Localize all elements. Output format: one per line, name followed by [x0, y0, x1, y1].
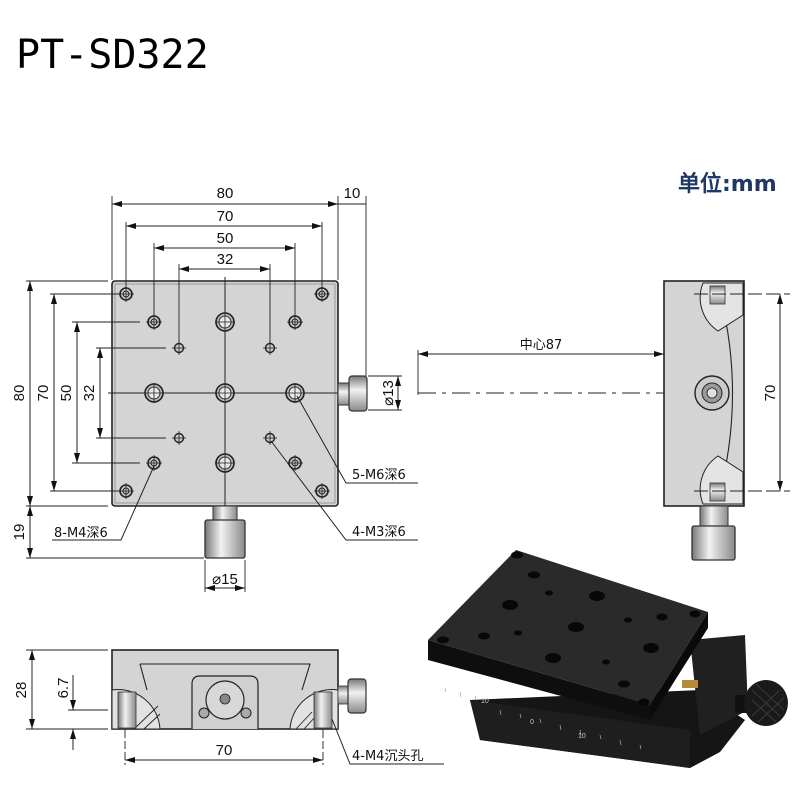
dim-front-70: 70: [216, 742, 233, 759]
front-knob: [347, 678, 367, 714]
side-knob: [348, 375, 368, 412]
dim-center-87: 中心87: [520, 338, 563, 353]
dim-side-70: 70: [762, 385, 779, 402]
unit-label: 单位:mm: [678, 172, 777, 197]
dim-width-80: 80: [217, 185, 234, 202]
top-view: 80 10 70 50 32 80 70 50 32 19: [11, 185, 418, 592]
side-view-knob: [691, 525, 736, 561]
dim-v-32: 32: [81, 385, 98, 402]
bottom-knob: [204, 519, 246, 559]
scale-label: 10: [481, 698, 489, 705]
dim-70: 70: [217, 208, 234, 225]
dim-height-28: 28: [13, 682, 30, 699]
dim-knob-dia-13: ⌀13: [380, 380, 397, 406]
scale-label: 0: [530, 719, 534, 726]
dim-19: 19: [11, 524, 28, 541]
callout-4-m3: 4-M3深6: [352, 525, 406, 540]
callout-5-m6: 5-M6深6: [352, 468, 406, 483]
side-view: 中心87 70: [417, 280, 790, 561]
model-title: PT-SD322: [16, 32, 209, 78]
top-face: [428, 550, 708, 705]
dim-50: 50: [217, 230, 234, 247]
dim-6-7: 6.7: [55, 678, 72, 699]
side-knob-shaft: [337, 382, 351, 406]
product-render: 10 0 10: [428, 550, 788, 768]
dim-v-70: 70: [35, 385, 52, 402]
dim-knob-offset-10: 10: [344, 185, 361, 202]
dim-height-80: 80: [11, 385, 28, 402]
scale-label: 10: [578, 733, 586, 740]
dim-knob-dia-15: ⌀15: [212, 571, 238, 588]
dim-v-50: 50: [58, 385, 75, 402]
callout-4-m4-countersunk: 4-M4沉头孔: [352, 749, 423, 764]
front-view: 28 6.7 70 4-M4沉头孔: [13, 649, 444, 765]
dim-32: 32: [217, 251, 234, 268]
callout-8-m4: 8-M4深6: [54, 526, 108, 541]
bottom-knob-shaft: [212, 505, 238, 521]
